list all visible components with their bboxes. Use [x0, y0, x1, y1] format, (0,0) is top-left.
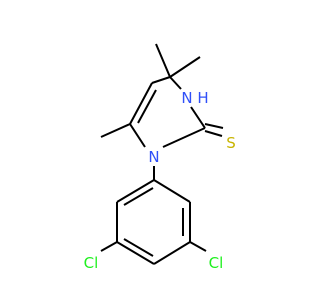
bond-c4-nh — [169, 76, 182, 90]
atom-n1: N — [148, 148, 159, 166]
bond-nh-c2 — [190, 106, 206, 129]
bond-ar-1-2-inner — [123, 187, 154, 206]
bond-c6-c5 — [129, 82, 153, 125]
bond-n1-c6 — [129, 123, 146, 148]
atom-sulfur: S — [226, 134, 236, 152]
bond-ar-4-5 — [153, 241, 191, 265]
bond-ar-cl-right — [189, 241, 207, 252]
bond-ar-1-2 — [116, 179, 155, 203]
molecule-structure: N H N S Cl Cl — [84, 43, 236, 272]
bond-c2-s-2 — [204, 130, 223, 137]
atom-nh-n: N — [181, 89, 192, 107]
bond-c4-methyl-2 — [169, 56, 201, 78]
bond-ar-cl-left — [100, 241, 118, 252]
bond-c6-c5-inner — [137, 89, 157, 124]
bond-c5-c4 — [151, 76, 171, 84]
atom-chlorine-right: Cl — [209, 254, 224, 272]
atom-chlorine-left: Cl — [84, 254, 99, 272]
bond-ar-3-4 — [116, 241, 155, 265]
bond-c2-s-1 — [204, 123, 224, 129]
bond-c4-methyl-1 — [155, 43, 171, 78]
bond-c2-n1 — [162, 127, 206, 148]
atom-nh-h: H — [197, 89, 208, 107]
bond-c6-methyl — [100, 123, 131, 138]
bond-ar-3-4-inner — [123, 238, 154, 257]
bond-ar-6-1 — [153, 179, 191, 203]
